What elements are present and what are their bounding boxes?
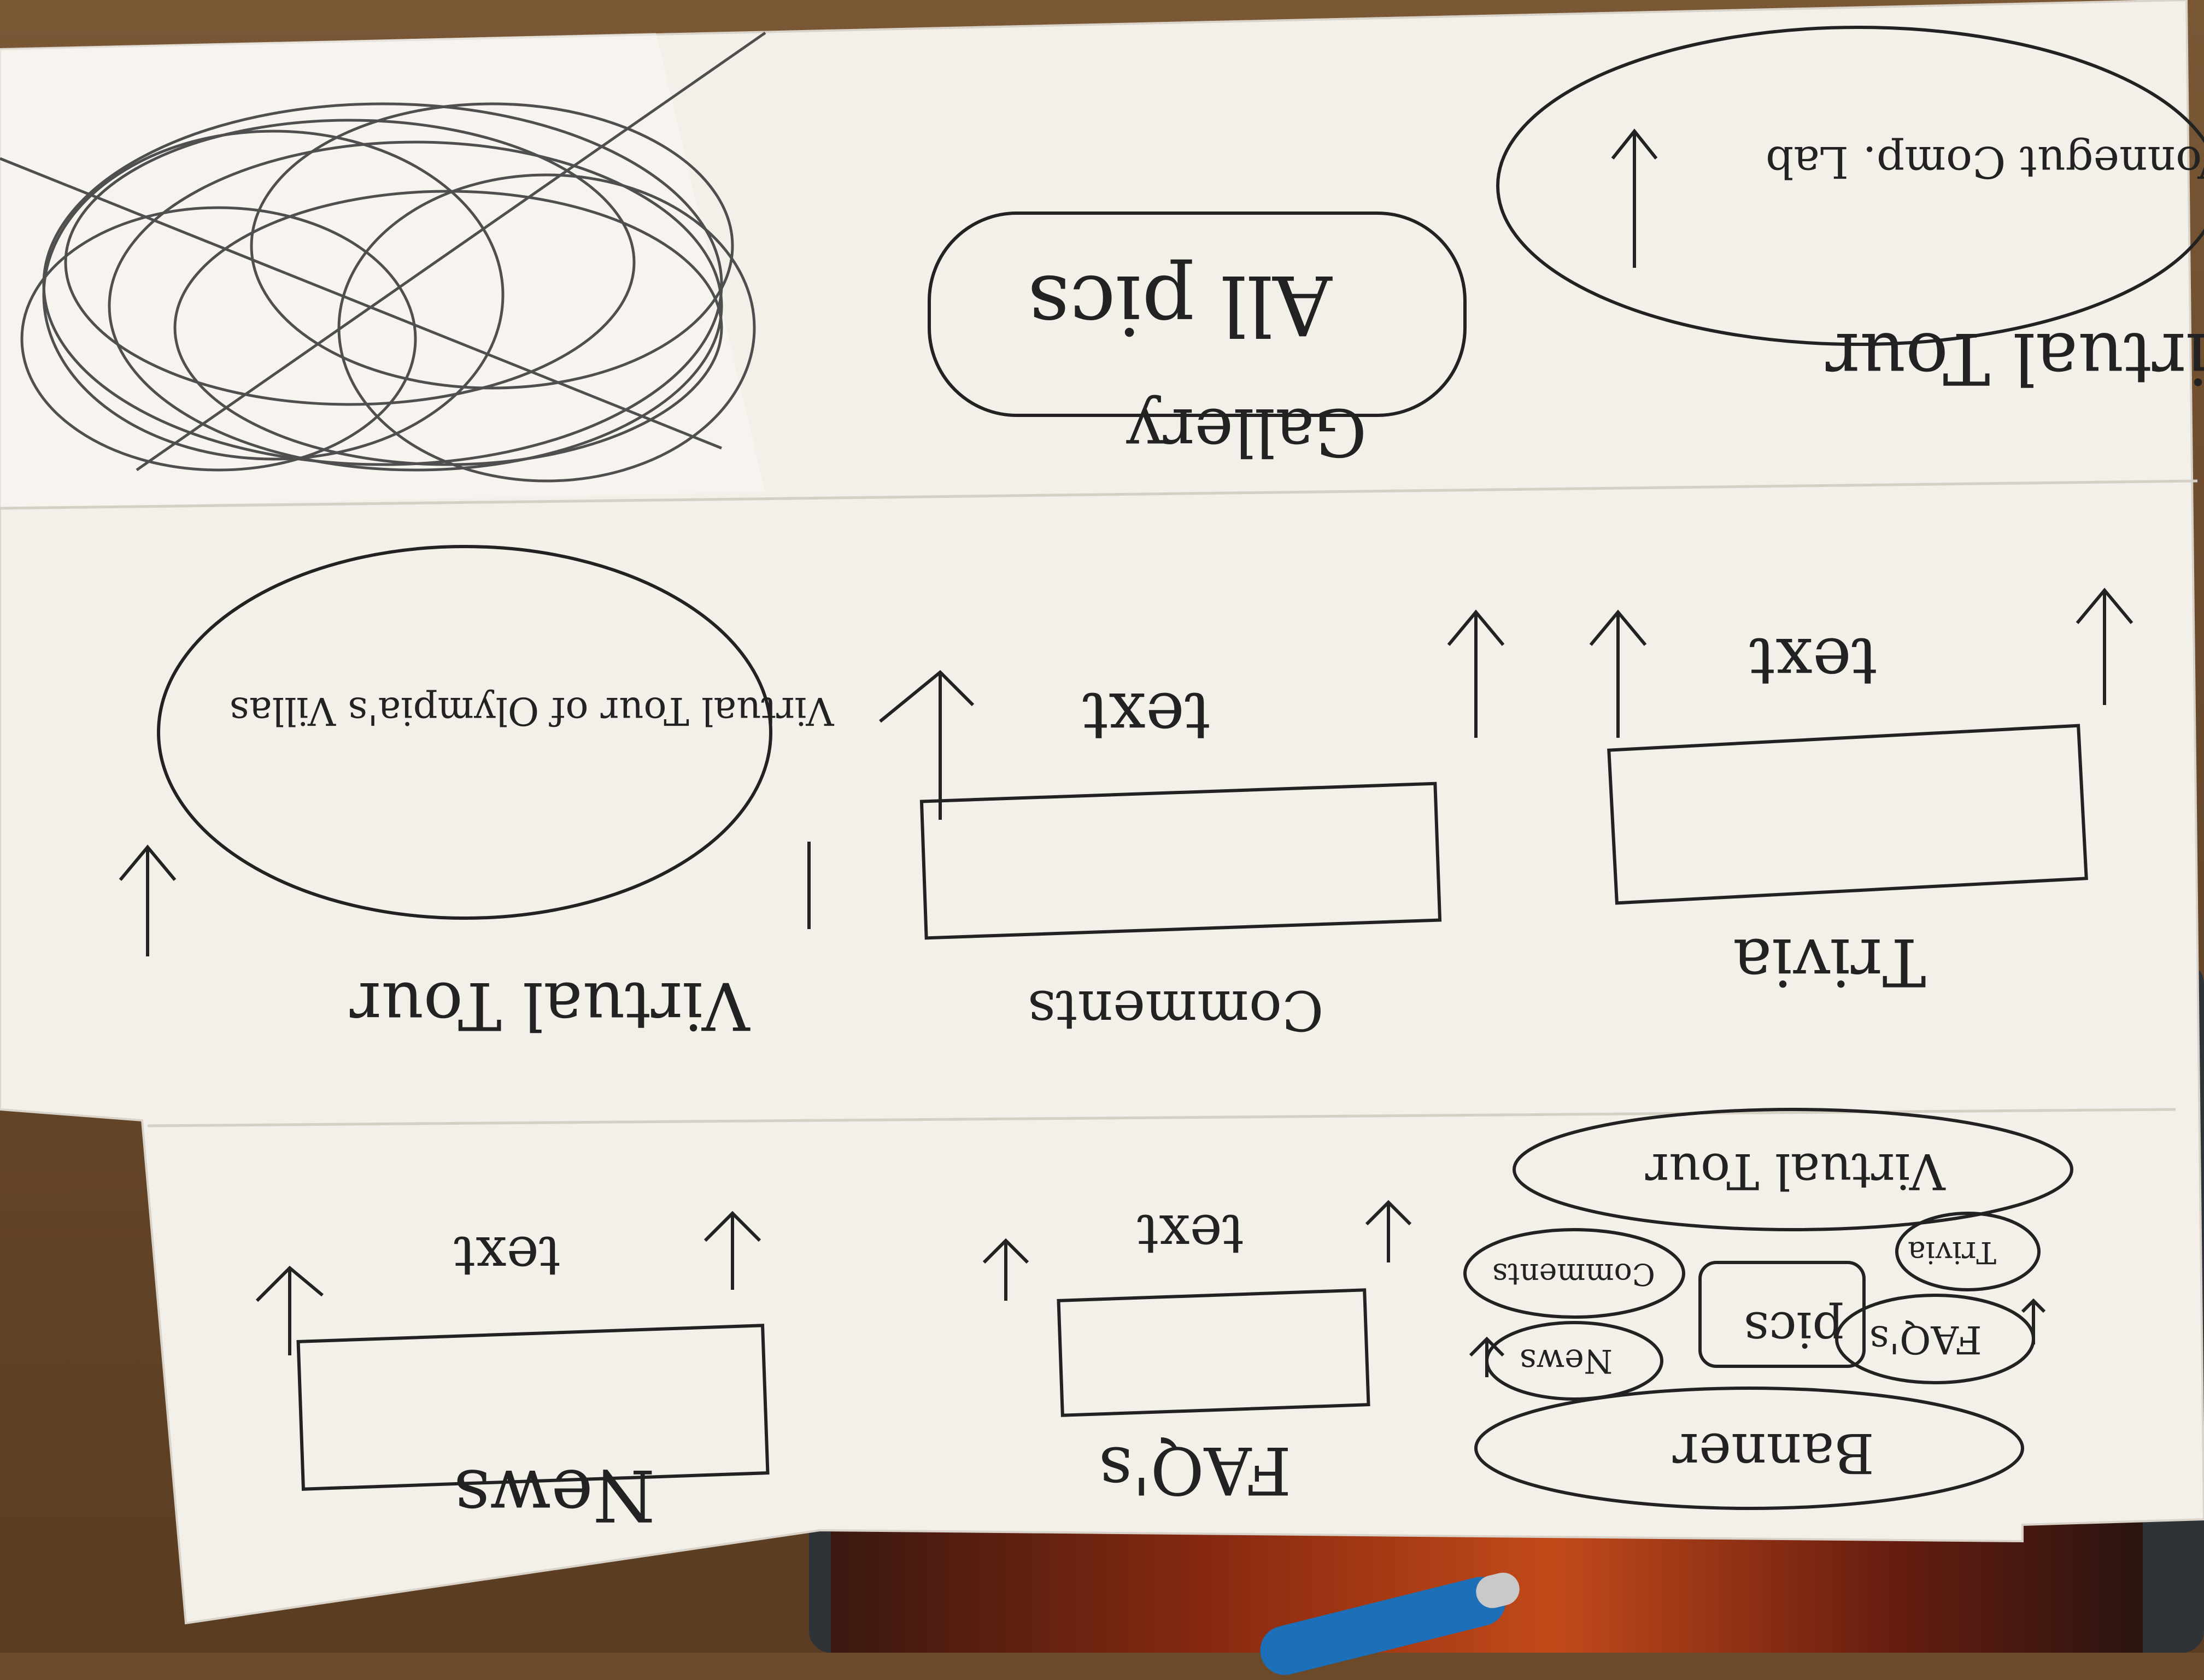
faqs-label: FAQ's bbox=[1099, 1432, 1292, 1508]
scribble bbox=[0, 31, 766, 483]
nav-virtual-tour: Virtual Tour bbox=[1645, 1142, 1945, 1200]
news-label: News bbox=[454, 1454, 655, 1537]
all-pics-label: All pics bbox=[1028, 257, 1332, 352]
nav-box-pics bbox=[1698, 1261, 1866, 1368]
text-label: text bbox=[1082, 678, 1211, 754]
trivia-box bbox=[1607, 724, 2088, 905]
virtual-tour-top-sub: Vonnegut Comp. Lab bbox=[1766, 137, 2204, 187]
nav-banner: Banner bbox=[1673, 1421, 1874, 1485]
text-label: text bbox=[1749, 623, 1878, 699]
virtual-tour-top-label: Virtual Tour bbox=[1826, 317, 2204, 400]
fold-line bbox=[147, 1108, 2176, 1127]
virtual-tour-oval-top bbox=[1496, 26, 2204, 346]
nav-trivia: Trivia bbox=[1908, 1235, 1997, 1270]
nav-pics: pics bbox=[1744, 1301, 1844, 1358]
virtual-tour-mid-label: Virtual Tour bbox=[350, 967, 750, 1043]
nav-oval-virtual-tour bbox=[1513, 1108, 2073, 1231]
nav-oval-trivia bbox=[1895, 1212, 2041, 1291]
paper-sheet bbox=[0, 0, 2204, 1625]
news-box bbox=[296, 1324, 770, 1491]
virtual-tour-mid-sub: Virtual Tour of Olympia's Villas bbox=[230, 689, 834, 733]
nav-faqs: FAQ's bbox=[1869, 1317, 1982, 1362]
gallery-label: Gallery bbox=[1126, 393, 1367, 469]
all-pics-box bbox=[928, 212, 1467, 417]
trivia-label: Trivia bbox=[1733, 924, 1926, 1000]
nav-oval-comments bbox=[1463, 1228, 1685, 1319]
text-label: text bbox=[454, 1224, 561, 1288]
comments-box bbox=[919, 782, 1442, 940]
comments-label: Comments bbox=[1028, 978, 1324, 1042]
arrows bbox=[119, 588, 2133, 1377]
nav-comments: Comments bbox=[1492, 1257, 1655, 1292]
nav-oval-banner bbox=[1474, 1387, 2024, 1510]
virtual-tour-oval-mid bbox=[157, 545, 772, 920]
fold-line bbox=[0, 479, 2198, 510]
faqs-box bbox=[1057, 1288, 1370, 1417]
nav-news: News bbox=[1520, 1342, 1613, 1380]
text-label: text bbox=[1137, 1202, 1244, 1266]
